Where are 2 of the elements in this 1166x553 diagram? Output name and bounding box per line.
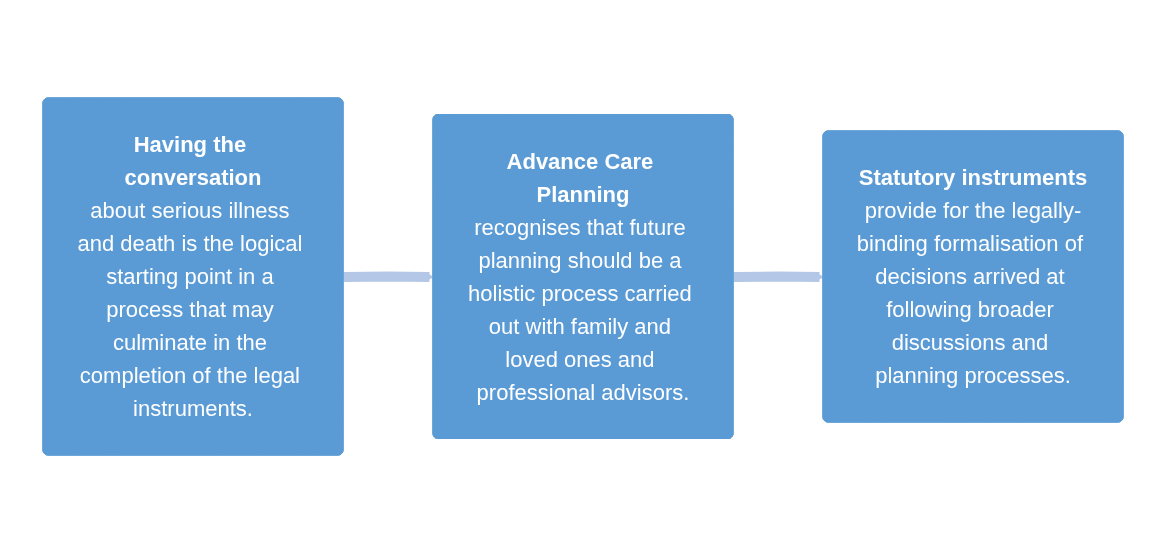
arrow (343, 271, 434, 282)
arrow (733, 271, 824, 282)
